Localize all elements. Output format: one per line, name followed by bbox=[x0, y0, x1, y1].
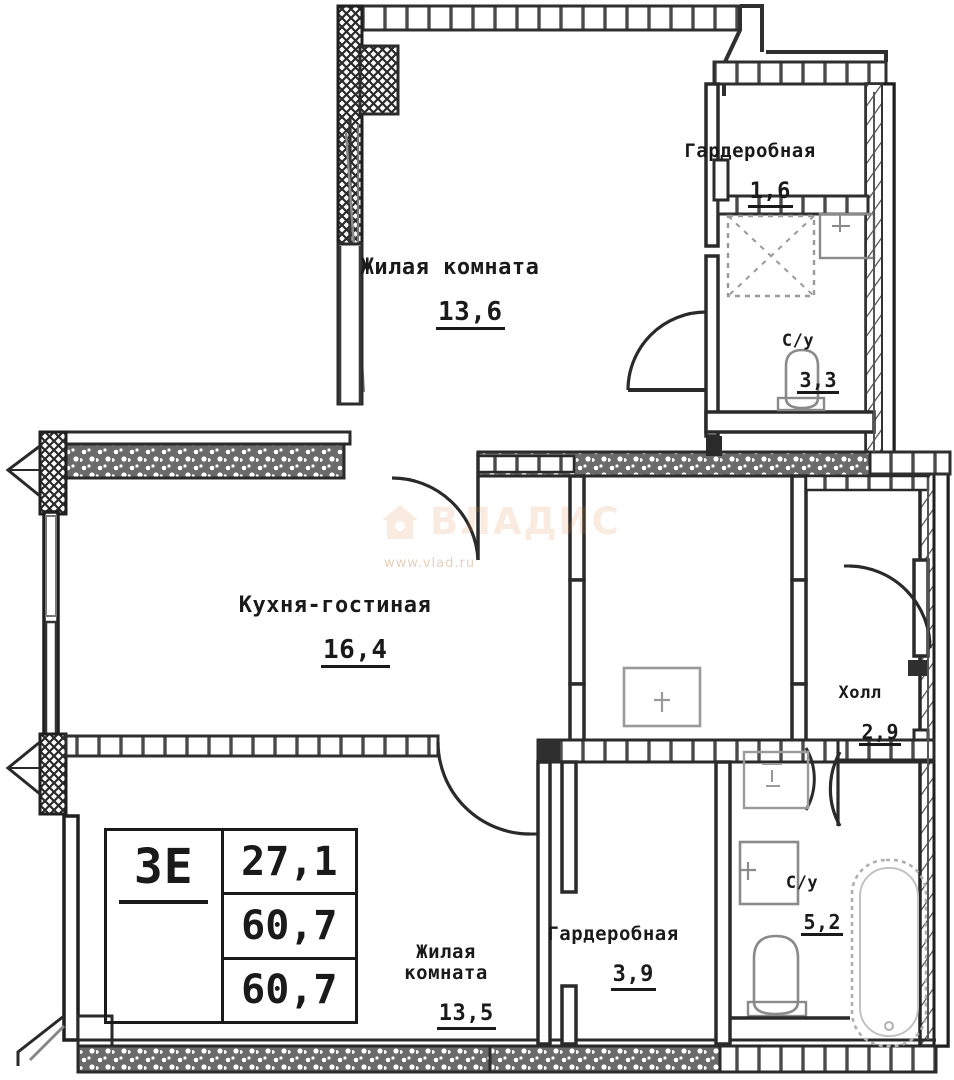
appliance-icon bbox=[622, 666, 702, 728]
exterior-walls bbox=[5, 4, 952, 1074]
badge-values: 27,1 60,7 60,7 bbox=[223, 831, 355, 1021]
interior-walls bbox=[476, 82, 936, 1046]
sink-icon bbox=[738, 840, 800, 906]
badge-value-area-with-balcony: 60,7 bbox=[223, 956, 355, 1021]
badge-divider bbox=[119, 900, 209, 904]
badge-value-total-area: 60,7 bbox=[223, 892, 355, 956]
badge-value-living-area: 27,1 bbox=[241, 838, 338, 885]
windows bbox=[336, 92, 929, 1040]
watermark-subtext: www.vlad.ru bbox=[384, 556, 476, 571]
badge-rooms-cell: 3Е bbox=[107, 831, 224, 1021]
shower-icon bbox=[726, 214, 816, 298]
fixtures bbox=[622, 212, 928, 1048]
washing-machine-icon bbox=[742, 750, 810, 810]
doors bbox=[391, 158, 932, 836]
area-summary-badge: 3Е 27,1 60,7 60,7 bbox=[104, 828, 358, 1024]
toilet-icon bbox=[784, 348, 820, 410]
badge-rooms-label: 3Е bbox=[133, 839, 194, 895]
bathtub-icon bbox=[850, 858, 928, 1048]
